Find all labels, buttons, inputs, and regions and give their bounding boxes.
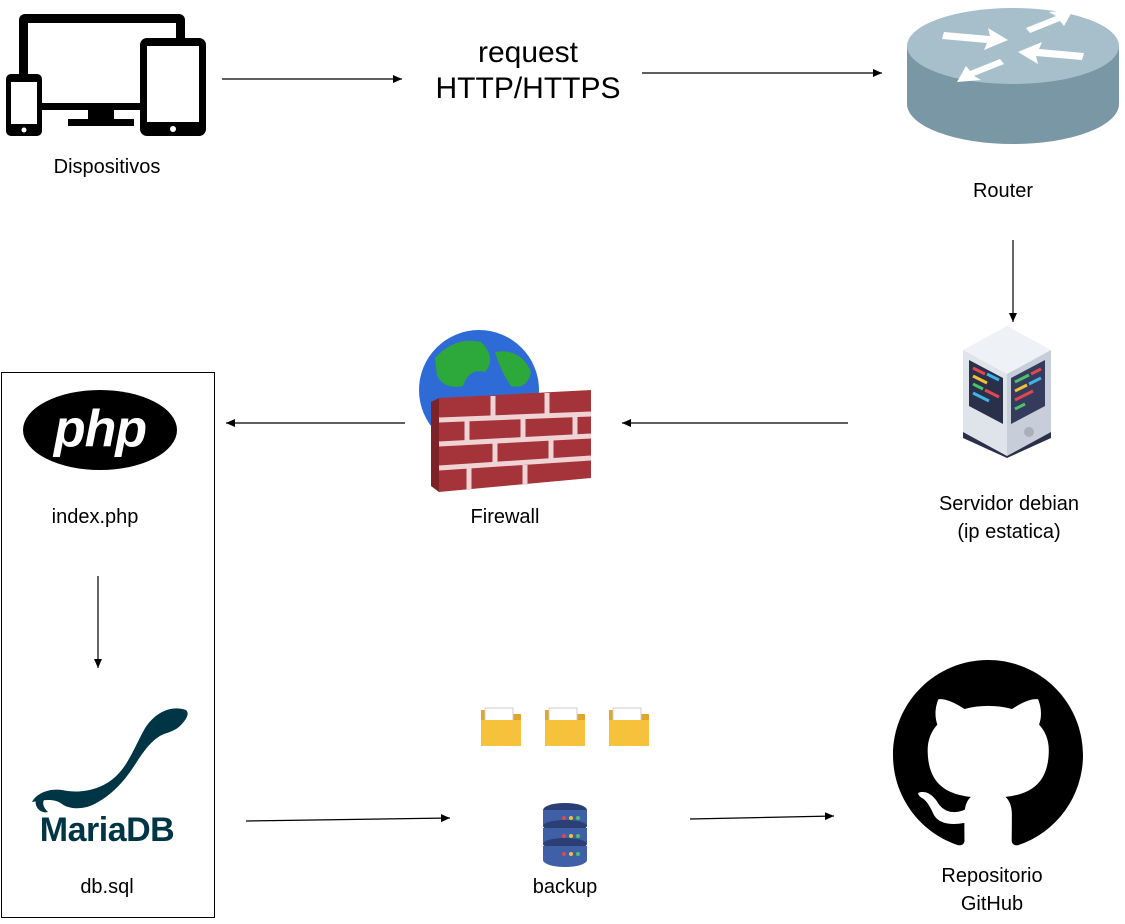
database-icon [543, 803, 587, 867]
firewall-label: Firewall [470, 506, 540, 528]
folder-icon [545, 707, 585, 746]
php-logo-text: php [53, 400, 147, 458]
folders-group [481, 707, 649, 746]
php-logo-icon: php [23, 390, 177, 470]
server-label-line1: Servidor debian [938, 493, 1080, 515]
github-label-line1: Repositorio [941, 865, 1043, 887]
php-label: index.php [51, 506, 139, 528]
arrow-mariadb-to-backup [245, 814, 451, 823]
github-label: Repositorio GitHub [893, 862, 1091, 918]
app-container [1, 372, 215, 918]
mariadb-label: db.sql [80, 876, 134, 898]
github-label-line2: GitHub [960, 893, 1024, 915]
router-icon [907, 8, 1119, 144]
devices-icon [6, 14, 206, 136]
devices-label: Dispositivos [53, 156, 161, 178]
router-label: Router [972, 180, 1034, 202]
request-label: request HTTP/HTTPS [408, 35, 648, 107]
mariadb-logo-icon [32, 708, 188, 813]
server-label-line2: (ip estatica) [957, 521, 1061, 543]
folder-icon [481, 707, 521, 746]
folder-icon [609, 707, 649, 746]
mariadb-logo-text: MariaDB [39, 811, 175, 849]
github-icon [893, 660, 1083, 846]
request-line1: request [477, 36, 579, 69]
firewall-icon [419, 330, 592, 492]
server-icon [963, 326, 1051, 458]
server-label: Servidor debian (ip estatica) [900, 490, 1118, 546]
request-line2: HTTP/HTTPS [435, 72, 621, 105]
backup-label: backup [532, 876, 598, 898]
arrow-backup-to-github [689, 812, 835, 821]
